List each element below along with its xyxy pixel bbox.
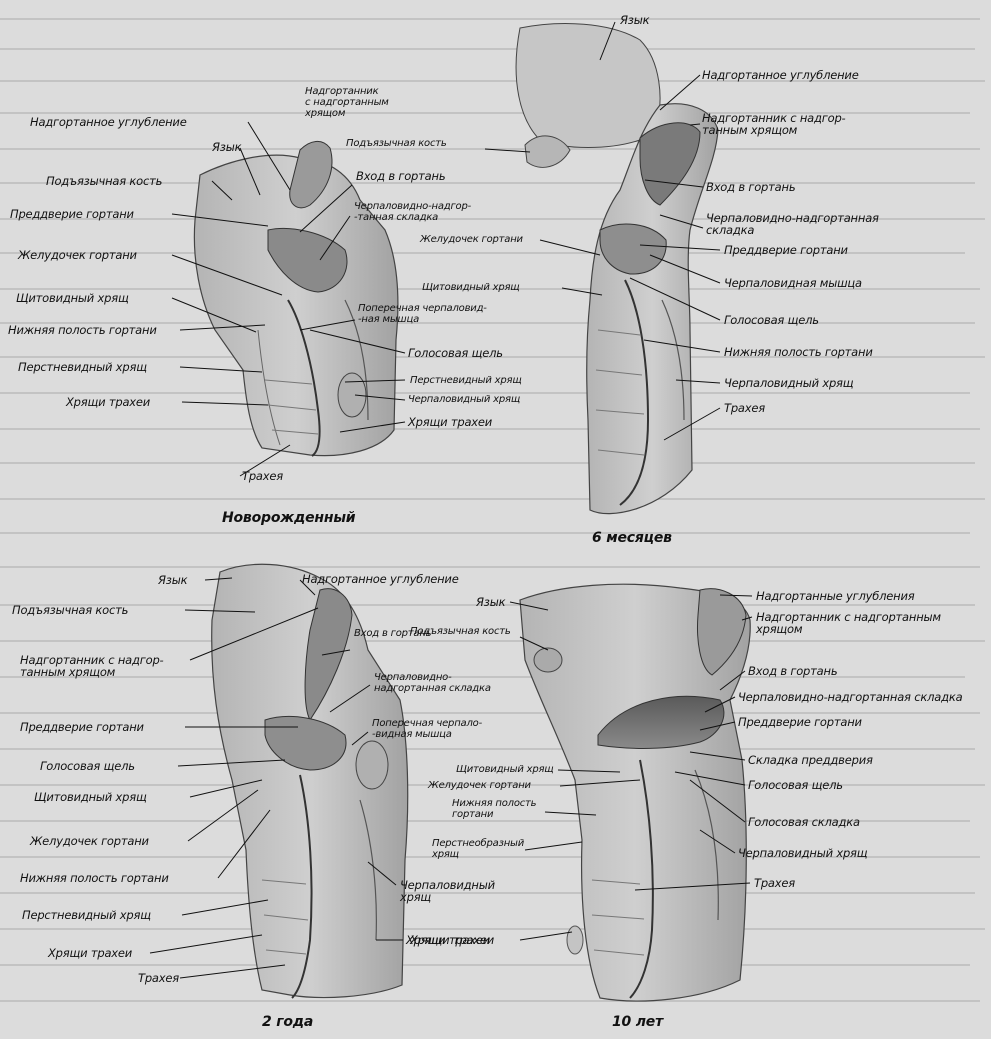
two-years-label-vestibule: Преддверие гортани (20, 721, 144, 733)
two-years-label-tongue: Язык (158, 574, 187, 586)
newborn-label-trachea: Трахея (242, 470, 283, 482)
six-months-label-aryepiglottic-fold: Черпаловидно-надгортанная складка (706, 212, 879, 236)
two-years-label-transverse-muscle: Поперечная черпало- -видная мышца (372, 718, 482, 740)
two-years-label-tracheal-rings: Хрящи трахеи (48, 947, 132, 959)
newborn-label-arytenoid: Черпаловидный хрящ (408, 394, 520, 405)
two-years-label-epiglottic-fossa: Надгортанное углубление (302, 573, 459, 585)
ten-years-label-entrance: Вход в гортань (748, 665, 837, 677)
ten-years-label-vocal-fold: Голосовая складка (748, 816, 860, 828)
newborn-label-cricoid-left: Перстневидный хрящ (18, 361, 147, 373)
two-years-label-trachea: Трахея (138, 972, 179, 984)
two-years-label-glottis: Голосовая щель (40, 760, 135, 772)
newborn-label-entrance: Вход в гортань (356, 170, 445, 182)
two-years-label-lower-cavity: Нижняя полость гортани (20, 872, 169, 884)
newborn-label-glottis: Голосовая щель (408, 347, 503, 359)
ten-years-larynx-drawing (520, 584, 750, 1001)
six-months-label-lower-cavity: Нижняя полость гортани (724, 346, 873, 358)
two-years-label-arytenoid: Черпаловидный хрящ (400, 879, 495, 903)
newborn-label-hyoid: Подъязычная кость (46, 175, 162, 187)
two-years-caption: 2 года (262, 1016, 313, 1028)
six-months-caption: 6 месяцев (592, 532, 672, 544)
six-months-label-hyoid: Подъязычная кость (346, 138, 447, 149)
ten-years-label-tracheal-rings: Хрящи трахеи (410, 934, 494, 946)
six-months-label-tongue: Язык (620, 14, 649, 26)
ten-years-caption: 10 лет (612, 1016, 663, 1028)
six-months-label-arytenoid-muscle: Черпаловидная мышца (724, 277, 862, 289)
six-months-label-epiglottis: Надгортанник с надгор- танным хрящом (702, 112, 846, 136)
ten-years-label-arytenoid: Черпаловидный хрящ (738, 847, 867, 859)
ten-years-label-epiglottic-fossae: Надгортанные углубления (756, 590, 914, 602)
ten-years-label-thyroid: Щитовидный хрящ (456, 764, 554, 775)
newborn-label-cricoid-right: Перстневидный хрящ (410, 375, 522, 386)
newborn-label-thyroid: Щитовидный хрящ (16, 292, 129, 304)
two-years-label-epiglottis: Надгортанник с надгор- танным хрящом (20, 654, 164, 678)
newborn-label-tongue: Язык (212, 141, 241, 153)
newborn-label-vestibule: Преддверие гортани (10, 208, 134, 220)
newborn-caption: Новорожденный (222, 512, 355, 524)
newborn-label-transverse-muscle: Поперечная черпаловид- -ная мышца (358, 303, 487, 325)
two-years-label-aryepiglottic-fold: Черпаловидно- надгортанная складка (374, 672, 491, 694)
newborn-label-epiglottis: Надгортанник с надгортанным хрящом (305, 86, 389, 119)
newborn-label-ventricle: Желудочек гортани (18, 249, 137, 261)
six-months-label-trachea: Трахея (724, 402, 765, 414)
two-years-label-ventricle: Желудочек гортани (30, 835, 149, 847)
ten-years-label-cricoid: Перстнеобразный хрящ (432, 838, 524, 860)
two-years-label-cricoid: Перстневидный хрящ (22, 909, 151, 921)
ten-years-label-tongue: Язык (476, 596, 505, 608)
six-months-label-epiglottic-fossa: Надгортанное углубление (702, 69, 859, 81)
six-months-label-glottis: Голосовая щель (724, 314, 819, 326)
newborn-label-lower-cavity: Нижняя полость гортани (8, 324, 157, 336)
ten-years-label-trachea: Трахея (754, 877, 795, 889)
newborn-larynx-drawing (194, 141, 397, 456)
six-months-label-entrance: Вход в гортань (706, 181, 795, 193)
six-months-label-arytenoid: Черпаловидный хрящ (724, 377, 853, 389)
ten-years-label-ventricle: Желудочек гортани (428, 780, 531, 791)
six-months-larynx-drawing (516, 24, 718, 514)
newborn-label-epiglottic-fossa: Надгортанное углубление (30, 116, 187, 128)
ten-years-label-glottis: Голосовая щель (748, 779, 843, 791)
newborn-label-aryepiglottic-fold: Черпаловидно-надгор- -танная складка (354, 201, 471, 223)
ten-years-label-vestibule: Преддверие гортани (738, 716, 862, 728)
ten-years-label-aryepiglottic-fold: Черпаловидно-надгортанная складка (738, 691, 962, 703)
ten-years-label-vestibular-fold: Складка преддверия (748, 754, 873, 766)
newborn-label-tracheal-rings: Хрящи трахеи (66, 396, 150, 408)
ten-years-label-epiglottis: Надгортанник с надгортанным хрящом (756, 611, 941, 635)
six-months-label-vestibule: Преддверие гортани (724, 244, 848, 256)
two-years-label-thyroid: Щитовидный хрящ (34, 791, 147, 803)
six-months-label-thyroid: Щитовидный хрящ (422, 282, 520, 293)
newborn-label-tracheal-rings-right: Хрящи трахеи (408, 416, 492, 428)
six-months-label-ventricle: Желудочек гортани (420, 234, 523, 245)
ten-years-label-hyoid: Подъязычная кость (410, 626, 511, 637)
ten-years-label-lower-cavity: Нижняя полость гортани (452, 798, 536, 820)
two-years-label-hyoid: Подъязычная кость (12, 604, 128, 616)
